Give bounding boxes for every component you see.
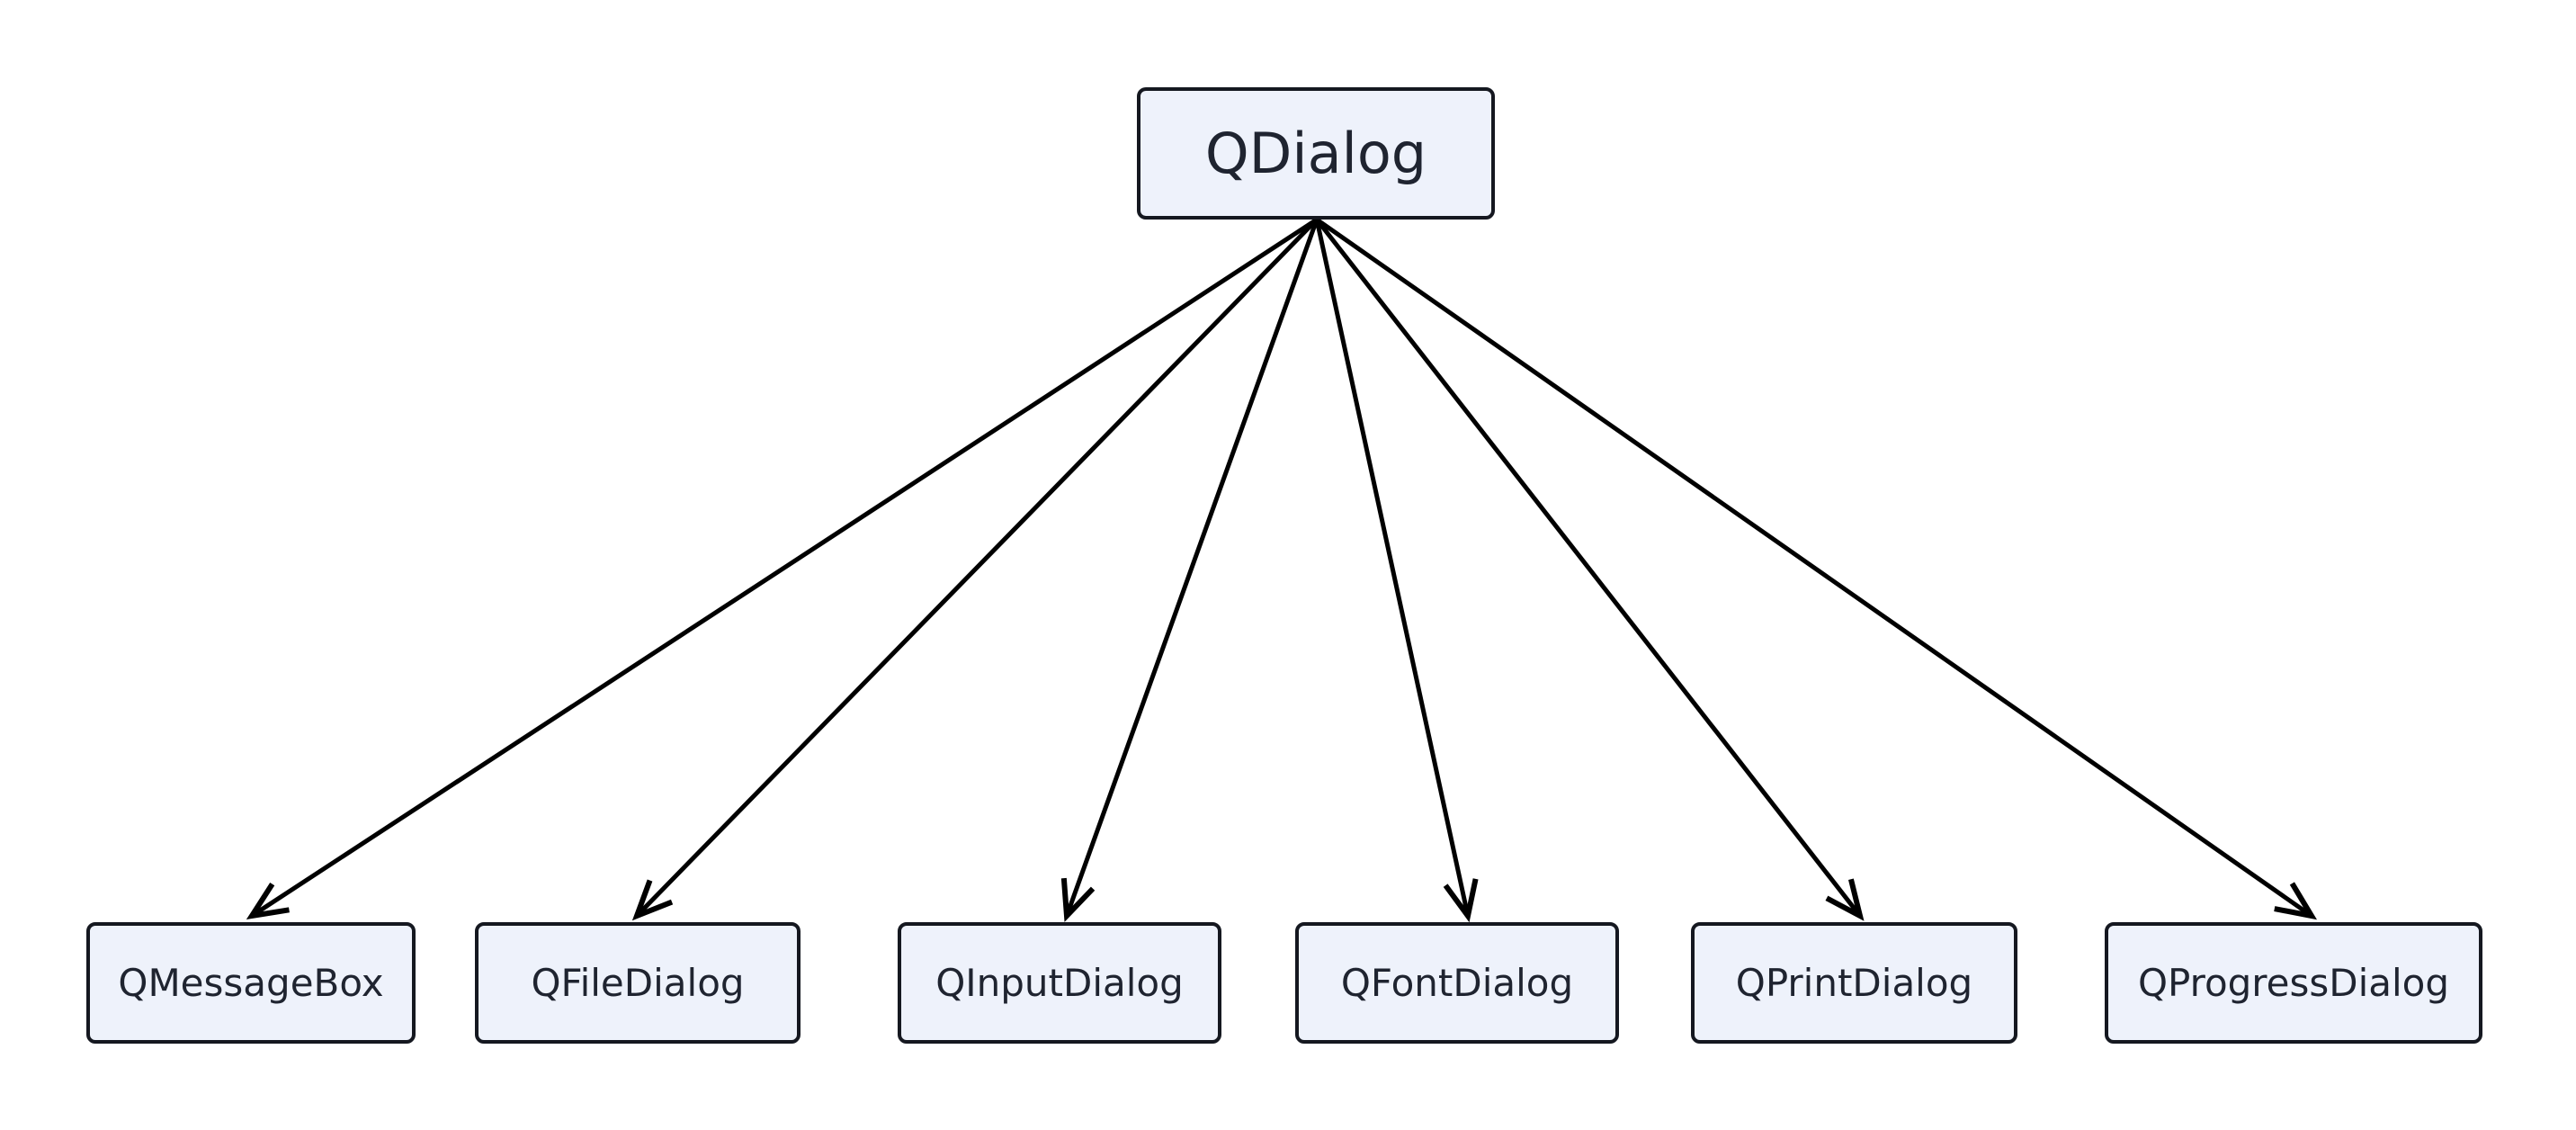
- edge-arrowhead-icon: [1060, 877, 1096, 922]
- edge-line: [1064, 219, 1319, 917]
- node-qmessagebox[interactable]: QMessageBox: [86, 922, 416, 1044]
- node-label-qprintdialog: QPrintDialog: [1735, 960, 1973, 1005]
- node-label-qfiledialog: QFileDialog: [531, 960, 745, 1005]
- node-qfontdialog[interactable]: QFontDialog: [1295, 922, 1619, 1044]
- edge-arrowhead-icon: [246, 883, 290, 920]
- node-qprintdialog[interactable]: QPrintDialog: [1691, 922, 2017, 1044]
- node-label-qfontdialog: QFontDialog: [1340, 960, 1574, 1005]
- node-qdialog[interactable]: QDialog: [1137, 87, 1495, 220]
- edge-line: [1315, 217, 2313, 919]
- node-qfiledialog[interactable]: QFileDialog: [475, 922, 801, 1044]
- node-label-qdialog: QDialog: [1204, 120, 1427, 186]
- edge-line: [1314, 219, 1471, 917]
- node-qinputdialog[interactable]: QInputDialog: [898, 922, 1221, 1044]
- edge-arrowhead-icon: [2274, 882, 2318, 920]
- edge-line: [635, 218, 1319, 918]
- edge-arrowhead-icon: [631, 879, 674, 921]
- node-label-qmessagebox: QMessageBox: [118, 960, 384, 1005]
- node-label-qprogressdialog: QProgressDialog: [2137, 960, 2450, 1005]
- edge-arrowhead-icon: [1443, 878, 1479, 923]
- node-label-qinputdialog: QInputDialog: [935, 960, 1184, 1005]
- edge-line: [250, 217, 1319, 919]
- edge-arrowhead-icon: [1825, 878, 1865, 921]
- node-qprogressdialog[interactable]: QProgressDialog: [2105, 922, 2482, 1044]
- edge-line: [1315, 218, 1862, 918]
